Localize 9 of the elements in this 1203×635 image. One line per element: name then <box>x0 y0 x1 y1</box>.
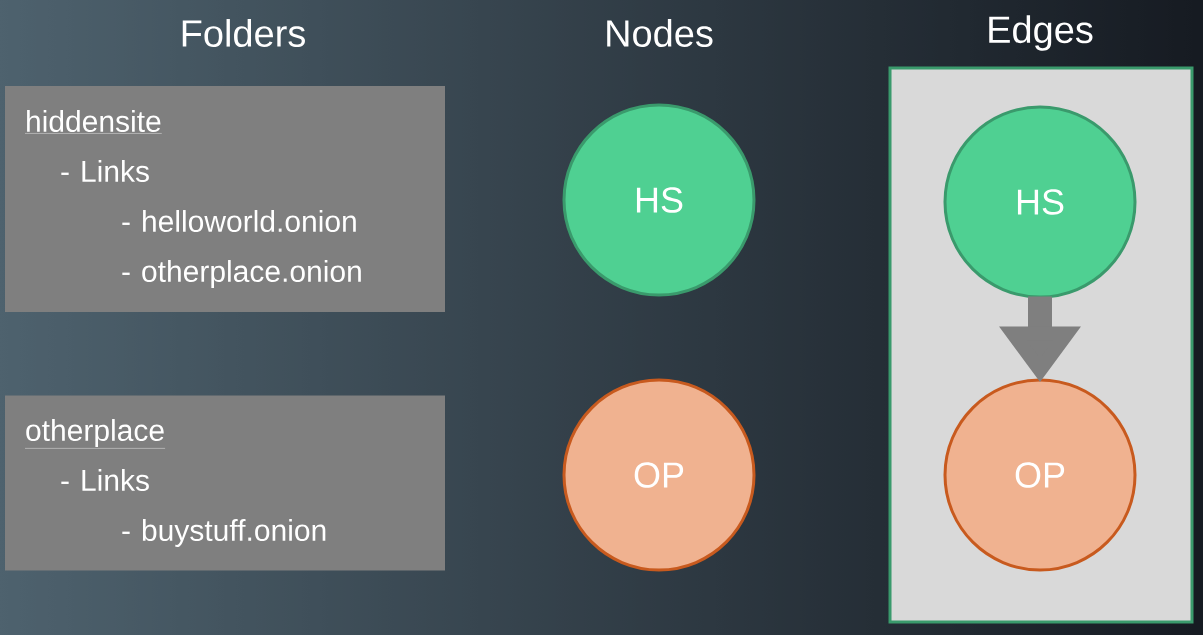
list-box: otherplace - Links - buystuff.onion <box>5 395 445 571</box>
column-heading: Folders <box>182 19 305 47</box>
circle-node: OP <box>562 378 756 572</box>
column-heading: Edges <box>989 15 1093 51</box>
circle-node: HS <box>562 103 756 297</box>
circle-node: HS <box>943 105 1137 299</box>
column-heading: Nodes <box>607 19 713 47</box>
circle-node: OP <box>943 378 1137 572</box>
list-box: hiddensite - Links - helloworld.onion - otherplace.onion <box>5 86 445 312</box>
